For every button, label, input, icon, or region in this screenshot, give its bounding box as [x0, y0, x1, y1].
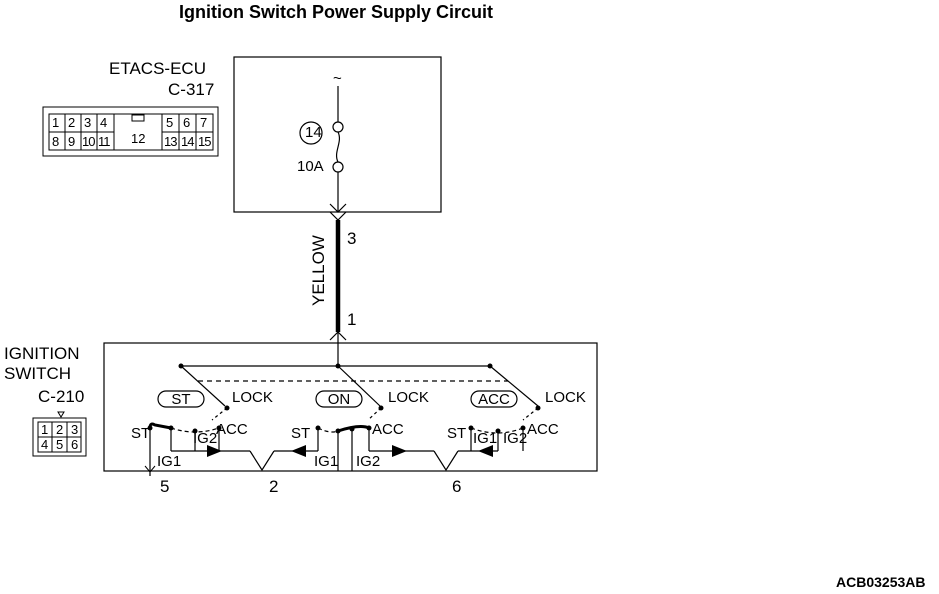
state-pill-on	[315, 390, 363, 408]
fuse-rating: 10A	[297, 158, 324, 175]
acc-label: ACC	[216, 421, 248, 438]
fuse-number-circle	[299, 121, 323, 145]
ecu-pin: 2	[68, 115, 76, 130]
st-label: ST	[447, 425, 467, 442]
switch-pin: 6	[71, 437, 79, 452]
switch-name-line2: SWITCH	[4, 364, 72, 383]
fuse-top-terminal	[332, 121, 344, 133]
ecu-pin: 8	[52, 134, 60, 149]
figure-code: ACB03253AB	[836, 574, 926, 590]
fuse-number: 14	[305, 124, 322, 141]
st-label: ST	[131, 425, 151, 442]
state-label-st: ST	[171, 391, 191, 408]
state-pill-acc	[470, 390, 518, 408]
ig2-label: IG2	[193, 430, 218, 447]
fuse-element	[335, 131, 341, 163]
ig1-label: IG1	[157, 453, 182, 470]
supply-symbol: ~	[333, 70, 342, 87]
acc-label: ACC	[372, 421, 404, 438]
ecu-connector-code: C-317	[168, 80, 215, 99]
switch-pin: 5	[56, 437, 64, 452]
switch-terminal-in: 1	[347, 310, 357, 329]
acc-label: ACC	[527, 421, 559, 438]
switch-pin: 4	[41, 437, 49, 452]
diagram-title: Ignition Switch Power Supply Circuit	[178, 2, 493, 22]
ig2-label: IG2	[503, 430, 528, 447]
ig1-label: IG1	[314, 453, 339, 470]
ecu-pin: 15	[198, 134, 212, 149]
ecu-pin: 14	[181, 134, 195, 149]
ignition-switch-box	[103, 342, 598, 472]
lock-label: LOCK	[232, 389, 273, 406]
ecu-pin: 4	[100, 115, 108, 130]
st-label: ST	[291, 425, 311, 442]
lock-label: LOCK	[388, 389, 429, 406]
ecu-connector-face	[42, 106, 219, 157]
state-label-on: ON	[327, 391, 351, 408]
switch-name-line1: IGNITION	[4, 344, 80, 363]
lock-label: LOCK	[545, 389, 586, 406]
wire-color: YELLOW	[309, 235, 328, 306]
ecu-pin: 7	[200, 115, 208, 130]
switch-pin: 2	[56, 422, 64, 437]
output-terminal: 6	[452, 477, 462, 496]
ecu-pin: 13	[164, 134, 178, 149]
ecu-pin: 9	[68, 134, 76, 149]
ig1-label: IG1	[473, 430, 498, 447]
ecu-name: ETACS-ECU	[109, 59, 206, 78]
ecu-terminal: 3	[347, 229, 357, 248]
ecu-pin: 1	[52, 115, 60, 130]
ecu-pin: 3	[84, 115, 92, 130]
ecu-pin: 6	[183, 115, 191, 130]
output-terminal: 5	[160, 477, 170, 496]
output-terminal: 2	[269, 477, 279, 496]
ecu-pin: 5	[166, 115, 174, 130]
state-label-acc: ACC	[478, 391, 510, 408]
switch-pin: 1	[41, 422, 49, 437]
state-pill-st	[157, 390, 205, 408]
ignition-connector-face	[32, 411, 87, 457]
fuse-bottom-terminal	[332, 161, 344, 173]
ecu-pin: 10	[82, 134, 96, 149]
ig2-label: IG2	[356, 453, 381, 470]
ecu-pin: 12	[131, 131, 146, 146]
switch-connector-code: C-210	[38, 387, 85, 406]
ecu-pin: 11	[98, 134, 110, 149]
switch-pin: 3	[71, 422, 79, 437]
